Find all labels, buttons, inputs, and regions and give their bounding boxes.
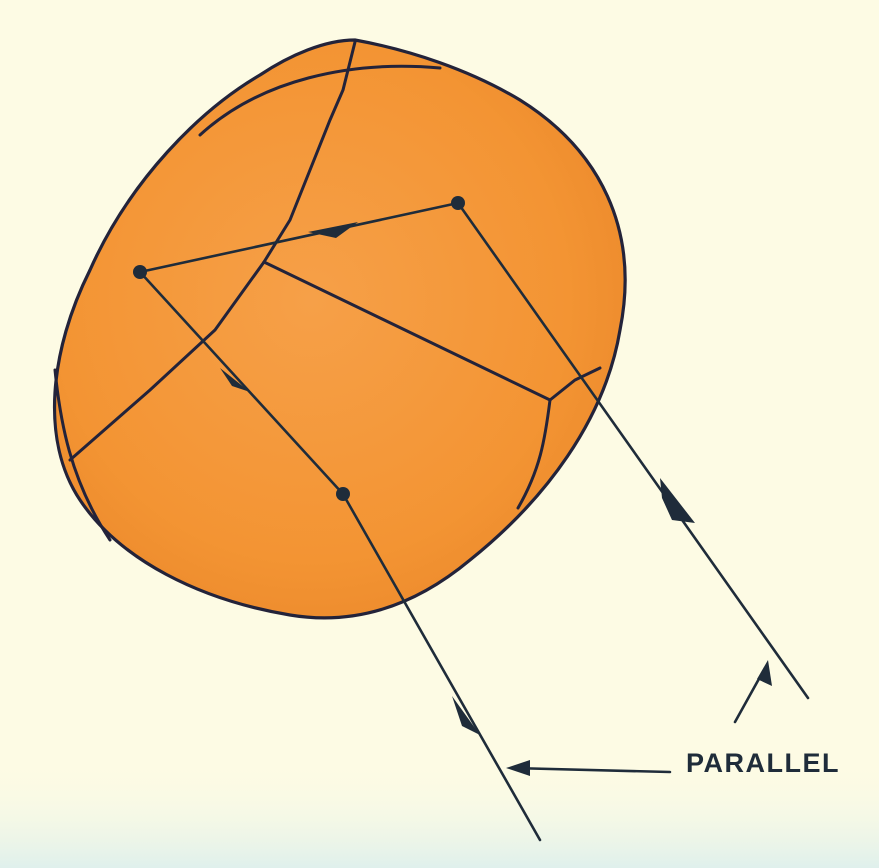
reflection-point-1 — [451, 196, 465, 210]
reflection-point-2 — [133, 265, 147, 279]
reflection-point-3 — [336, 487, 350, 501]
parallel-label: PARALLEL — [686, 748, 840, 778]
